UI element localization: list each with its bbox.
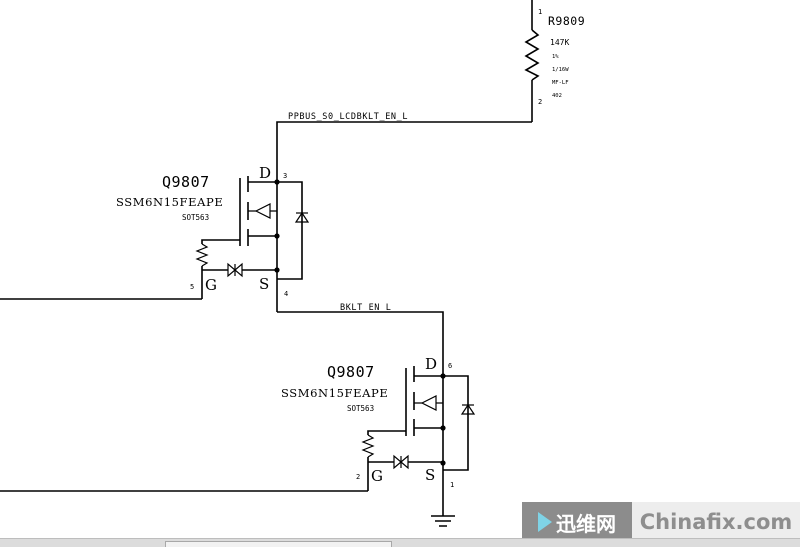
q1-drain-label: D [259,164,271,182]
horizontal-scrollbar[interactable] [0,538,800,547]
watermark: 迅维网 Chinafix.com [522,502,800,542]
q1-part: SSM6N15FEAPE [116,195,223,209]
q2-source-pin: 1 [450,481,454,489]
resistor-r9809: 1 2 R9809 147K 1% 1/16W MF-LF 402 [524,0,585,122]
q1-gate-label: G [205,276,217,294]
q1-drain-pin: 3 [283,172,287,180]
resistor-type: MF-LF [552,80,569,86]
q2-part: SSM6N15FEAPE [281,386,388,400]
net-label-2: BKLT_EN_L [340,303,391,313]
q1-source-label: S [259,275,269,293]
scrollbar-thumb[interactable] [165,541,392,547]
q1-ref: Q9807 [162,173,210,191]
q1-package: SOT563 [182,213,209,222]
q2-gate-label: G [371,467,383,485]
watermark-logo: 迅维网 [522,502,632,542]
q2-gate-pin: 2 [356,473,360,481]
mosfet-q1: Q9807 SSM6N15FEAPE SOT563 D S G 3 4 5 [0,164,310,312]
q2-ref: Q9807 [327,363,375,381]
net-ppbus-wire: PPBUS_S0_LCDBKLT_EN_L [276,112,532,182]
resistor-pin-2: 2 [538,98,542,106]
net-bklt-wire: BKLT_EN_L [277,303,444,376]
q1-gate-pin: 5 [190,283,194,291]
resistor-package: 402 [552,93,562,99]
resistor-ref: R9809 [548,14,585,28]
net-label-1: PPBUS_S0_LCDBKLT_EN_L [288,112,408,122]
q2-drain-label: D [425,355,437,373]
ground-icon [431,515,455,527]
q2-source-label: S [425,466,435,484]
q1-source-pin: 4 [284,290,288,298]
arrow-logo-icon [538,512,552,532]
q2-package: SOT563 [347,404,374,413]
watermark-brand: 迅维网 [556,511,616,536]
q2-drain-pin: 6 [448,362,452,370]
resistor-power: 1/16W [552,67,569,73]
mosfet-q2: Q9807 SSM6N15FEAPE SOT563 D S G 6 1 2 [0,355,476,527]
resistor-tolerance: 1% [552,54,559,60]
resistor-pin-1: 1 [538,8,542,16]
watermark-site: Chinafix.com [632,502,800,542]
resistor-value: 147K [550,38,569,47]
